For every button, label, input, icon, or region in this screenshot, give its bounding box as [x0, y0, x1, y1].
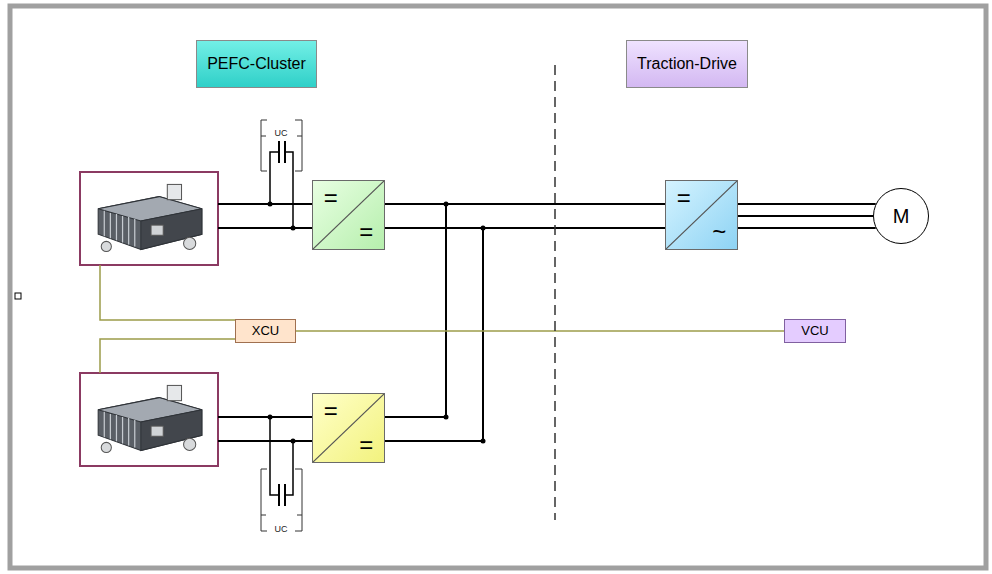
converter-symbol: ~: [712, 219, 726, 245]
converter-diagonal-line: [313, 181, 384, 249]
converter-symbol: =: [677, 185, 691, 211]
inverter: =~: [665, 180, 738, 250]
converter-symbol: =: [359, 219, 373, 245]
dc-dc-converter: ==: [312, 393, 385, 463]
separator-line: [554, 65, 556, 520]
control-line: [100, 265, 235, 373]
dc-wire: [218, 417, 312, 441]
control-link: [296, 330, 784, 332]
frame-handle: [15, 293, 21, 299]
junction-dot: [481, 226, 486, 231]
converter-symbol: =: [324, 398, 338, 424]
power-line: [738, 204, 876, 228]
power-line: [385, 204, 665, 441]
node-label: Traction-Drive: [637, 55, 737, 73]
junction-dot: [291, 439, 296, 444]
dc-wire: [218, 204, 312, 228]
converter-diagonal-line: [313, 394, 384, 462]
junction-dot: [291, 226, 296, 231]
capacitor-symbol: [279, 141, 285, 163]
junction-dot: [444, 202, 449, 207]
motor-circle: M: [873, 188, 929, 244]
converter-diagonal-line: [666, 181, 737, 249]
fuel-cell-frame: [80, 373, 218, 466]
converter-symbol: =: [324, 185, 338, 211]
section-heading: Traction-Drive: [626, 40, 748, 88]
section-heading: PEFC-Cluster: [196, 40, 317, 88]
motor-label: M: [893, 205, 910, 227]
control-unit: VCU: [784, 319, 846, 343]
node-label: VCU: [801, 324, 828, 338]
label-holder: UC: [251, 518, 311, 536]
junction-dot: [268, 415, 273, 420]
junction-dot: [444, 415, 449, 420]
dc-dc-converter: ==: [312, 180, 385, 250]
capacitor-symbol: [279, 484, 285, 506]
capacitor-lead: [270, 417, 293, 495]
fuel-cell-picture: [98, 385, 202, 452]
junction-dot: [481, 439, 486, 444]
capacitor-bracket: [261, 469, 302, 531]
component-label: UC: [275, 129, 288, 139]
node-label: XCU: [252, 324, 279, 338]
junction-dot: [268, 202, 273, 207]
label-holder: UC: [251, 122, 311, 140]
capacitor-lead: [270, 152, 293, 228]
fuel-cell-frame: [80, 172, 218, 265]
converter-diagonal: [313, 181, 384, 249]
capacitor-bracket: [261, 120, 302, 171]
fuel-cell-picture: [98, 184, 202, 251]
converter-symbol: =: [359, 432, 373, 458]
converter-diagonal: [313, 394, 384, 462]
component-label: UC: [275, 525, 288, 535]
frame: [10, 6, 986, 568]
node-label: PEFC-Cluster: [207, 55, 306, 73]
converter-diagonal: [666, 181, 737, 249]
power-line: [385, 204, 665, 228]
control-unit: XCU: [235, 319, 296, 343]
